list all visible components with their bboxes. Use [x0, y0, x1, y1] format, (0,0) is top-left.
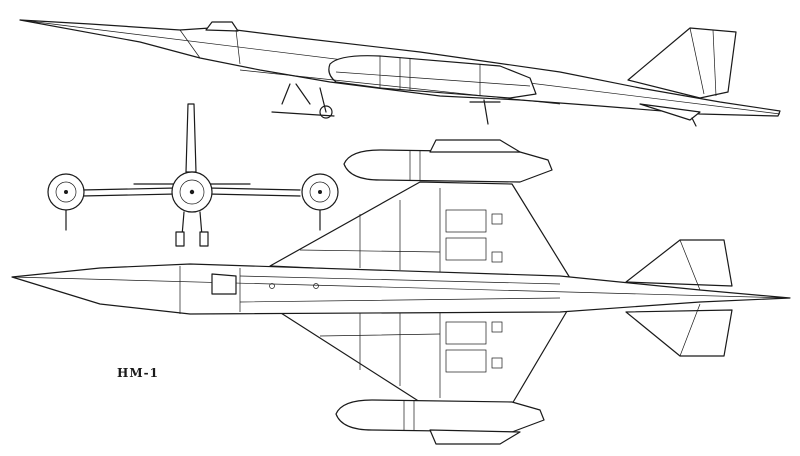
aircraft-designation-label: НМ-1	[117, 366, 159, 380]
top-view	[11, 139, 791, 445]
side-view	[19, 19, 781, 127]
front-view	[47, 103, 339, 247]
